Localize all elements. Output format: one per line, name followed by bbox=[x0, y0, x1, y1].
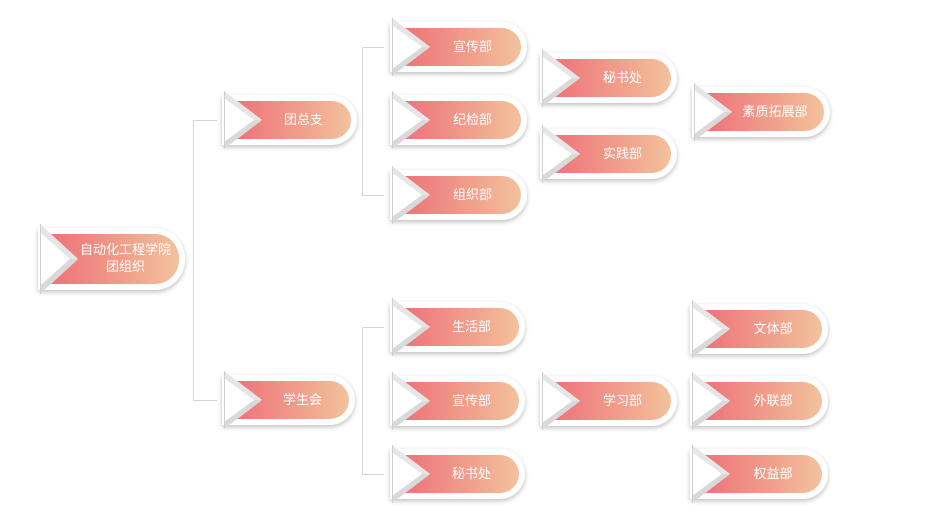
node-mishu-2[interactable]: 秘书处 bbox=[390, 445, 525, 503]
node-label: 秘书处 bbox=[602, 70, 642, 86]
arrow-notch-icon bbox=[542, 49, 580, 107]
node-label: 自动化工程学院 团组织 bbox=[79, 243, 171, 275]
node-root[interactable]: 自动化工程学院 团组织 bbox=[38, 224, 185, 294]
node-quanyi[interactable]: 权益部 bbox=[690, 445, 828, 503]
arrow-notch-icon bbox=[542, 125, 580, 183]
node-label: 外联部 bbox=[753, 393, 793, 409]
node-suzhi[interactable]: 素质拓展部 bbox=[692, 83, 830, 141]
node-label: 团总支 bbox=[283, 112, 323, 128]
arrow-notch-icon bbox=[692, 445, 730, 503]
arrow-notch-icon bbox=[224, 91, 262, 149]
node-wailian[interactable]: 外联部 bbox=[690, 372, 828, 430]
node-label: 文体部 bbox=[753, 321, 793, 337]
arrow-notch-icon bbox=[392, 91, 430, 149]
arrow-notch-icon bbox=[224, 371, 262, 429]
node-mishu-1[interactable]: 秘书处 bbox=[540, 49, 677, 107]
arrow-notch-icon bbox=[694, 83, 732, 141]
node-xuanchuan-1[interactable]: 宣传部 bbox=[390, 18, 527, 76]
node-label: 宣传部 bbox=[451, 393, 491, 409]
node-label: 实践部 bbox=[602, 146, 642, 162]
node-xueshenghui[interactable]: 学生会 bbox=[222, 371, 355, 429]
node-label: 生活部 bbox=[451, 319, 491, 335]
arrow-notch-icon bbox=[392, 445, 430, 503]
node-xuexi[interactable]: 学习部 bbox=[540, 372, 677, 430]
node-label: 秘书处 bbox=[451, 466, 491, 482]
node-jijian[interactable]: 纪检部 bbox=[390, 91, 527, 149]
arrow-notch-icon bbox=[392, 372, 430, 430]
node-label: 宣传部 bbox=[452, 39, 492, 55]
arrow-notch-icon bbox=[40, 224, 78, 294]
arrow-notch-icon bbox=[542, 372, 580, 430]
arrow-notch-icon bbox=[692, 372, 730, 430]
node-label: 学习部 bbox=[602, 393, 642, 409]
arrow-notch-icon bbox=[392, 18, 430, 76]
node-label: 纪检部 bbox=[452, 112, 492, 128]
arrow-notch-icon bbox=[392, 166, 430, 224]
arrow-notch-icon bbox=[692, 300, 730, 358]
node-label: 素质拓展部 bbox=[742, 104, 808, 120]
node-label: 学生会 bbox=[282, 392, 322, 408]
node-wenti[interactable]: 文体部 bbox=[690, 300, 828, 358]
node-shijian[interactable]: 实践部 bbox=[540, 125, 677, 183]
node-xuanchuan-2[interactable]: 宣传部 bbox=[390, 372, 525, 430]
arrow-notch-icon bbox=[392, 298, 430, 356]
node-label: 权益部 bbox=[753, 466, 793, 482]
node-tuanzongzhi[interactable]: 团总支 bbox=[222, 91, 357, 149]
node-label: 组织部 bbox=[452, 187, 492, 203]
node-zuzhi[interactable]: 组织部 bbox=[390, 166, 527, 224]
node-shenghuo[interactable]: 生活部 bbox=[390, 298, 525, 356]
